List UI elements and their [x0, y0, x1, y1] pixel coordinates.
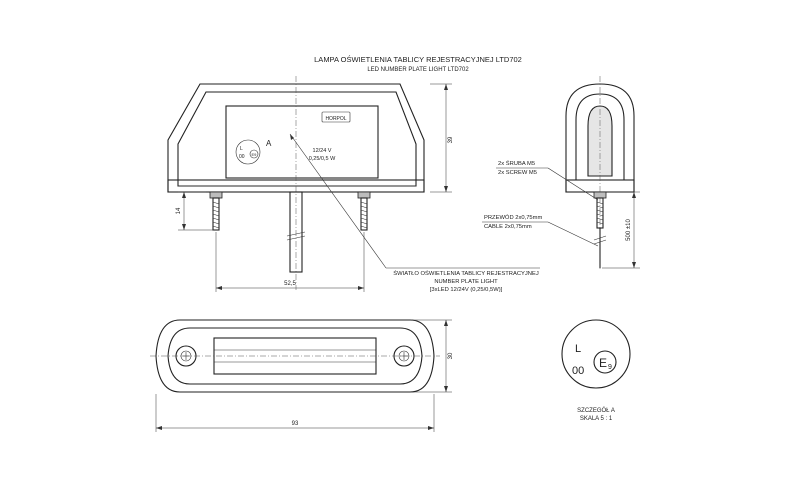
svg-text:00: 00 — [239, 154, 245, 160]
dim-spacing: 52,5 — [215, 232, 365, 292]
title-pl: LAMPA OŚWIETLENIA TABLICY REJESTRACYJNEJ… — [314, 55, 522, 64]
power-label: 0,25/0,5 W — [309, 156, 336, 162]
voltage-label: 12/24 V — [313, 148, 332, 154]
detail-a: L 00 E 9 SZCZEGÓŁ A SKALA 5 : 1 — [561, 319, 631, 422]
dim-height: 39 — [430, 83, 454, 193]
detail-e: E — [599, 356, 607, 370]
front-view: HORPOL L 00 E9 A 12/24 V 0,25/0,5 W — [167, 76, 454, 292]
svg-text:52,5: 52,5 — [284, 281, 296, 287]
svg-text:E9: E9 — [252, 152, 258, 157]
callout-en: NUMBER PLATE LIGHT — [434, 279, 498, 285]
svg-text:39: 39 — [448, 136, 454, 143]
svg-text:93: 93 — [292, 421, 299, 427]
callout-pl: ŚWIATŁO OŚWIETLENIA TABLICY REJESTRACYJN… — [393, 269, 539, 277]
detail-label: SZCZEGÓŁ A — [577, 407, 615, 414]
right-bolt — [357, 191, 371, 231]
svg-text:500 ±10: 500 ±10 — [626, 219, 632, 241]
callout: ŚWIATŁO OŚWIETLENIA TABLICY REJESTRACYJN… — [386, 267, 540, 293]
detail-scale: SKALA 5 : 1 — [580, 416, 613, 422]
side-view: 2x ŚRUBA M5 2x SCREW M5 PRZEWÓD 2x0,75mm… — [482, 76, 640, 270]
top-view: 93 30 — [150, 319, 454, 432]
callout-spec: [3xLED 12/24V (0,25/0,5W)] — [430, 287, 503, 293]
detail-l: L — [575, 343, 581, 355]
detail-00: 00 — [572, 365, 584, 377]
detail-e-sub: 9 — [608, 364, 612, 371]
svg-text:14: 14 — [176, 207, 182, 214]
svg-text:HORPOL: HORPOL — [325, 116, 346, 122]
screw-pl: 2x ŚRUBA M5 — [498, 159, 535, 167]
horpol-logo: HORPOL — [321, 111, 351, 123]
emark-small: L 00 E9 — [235, 139, 261, 165]
screw-en: 2x SCREW M5 — [498, 170, 537, 176]
cable-pl: PRZEWÓD 2x0,75mm — [484, 214, 542, 221]
mark-a: A — [266, 139, 272, 148]
svg-text:L: L — [240, 146, 243, 152]
title-en: LED NUMBER PLATE LIGHT LTD702 — [367, 67, 469, 73]
dim-bolt: 14 — [176, 191, 214, 231]
cable-en: CABLE 2x0,75mm — [484, 224, 532, 230]
left-bolt — [209, 191, 223, 231]
front-cable — [286, 191, 306, 273]
svg-text:30: 30 — [448, 352, 454, 359]
